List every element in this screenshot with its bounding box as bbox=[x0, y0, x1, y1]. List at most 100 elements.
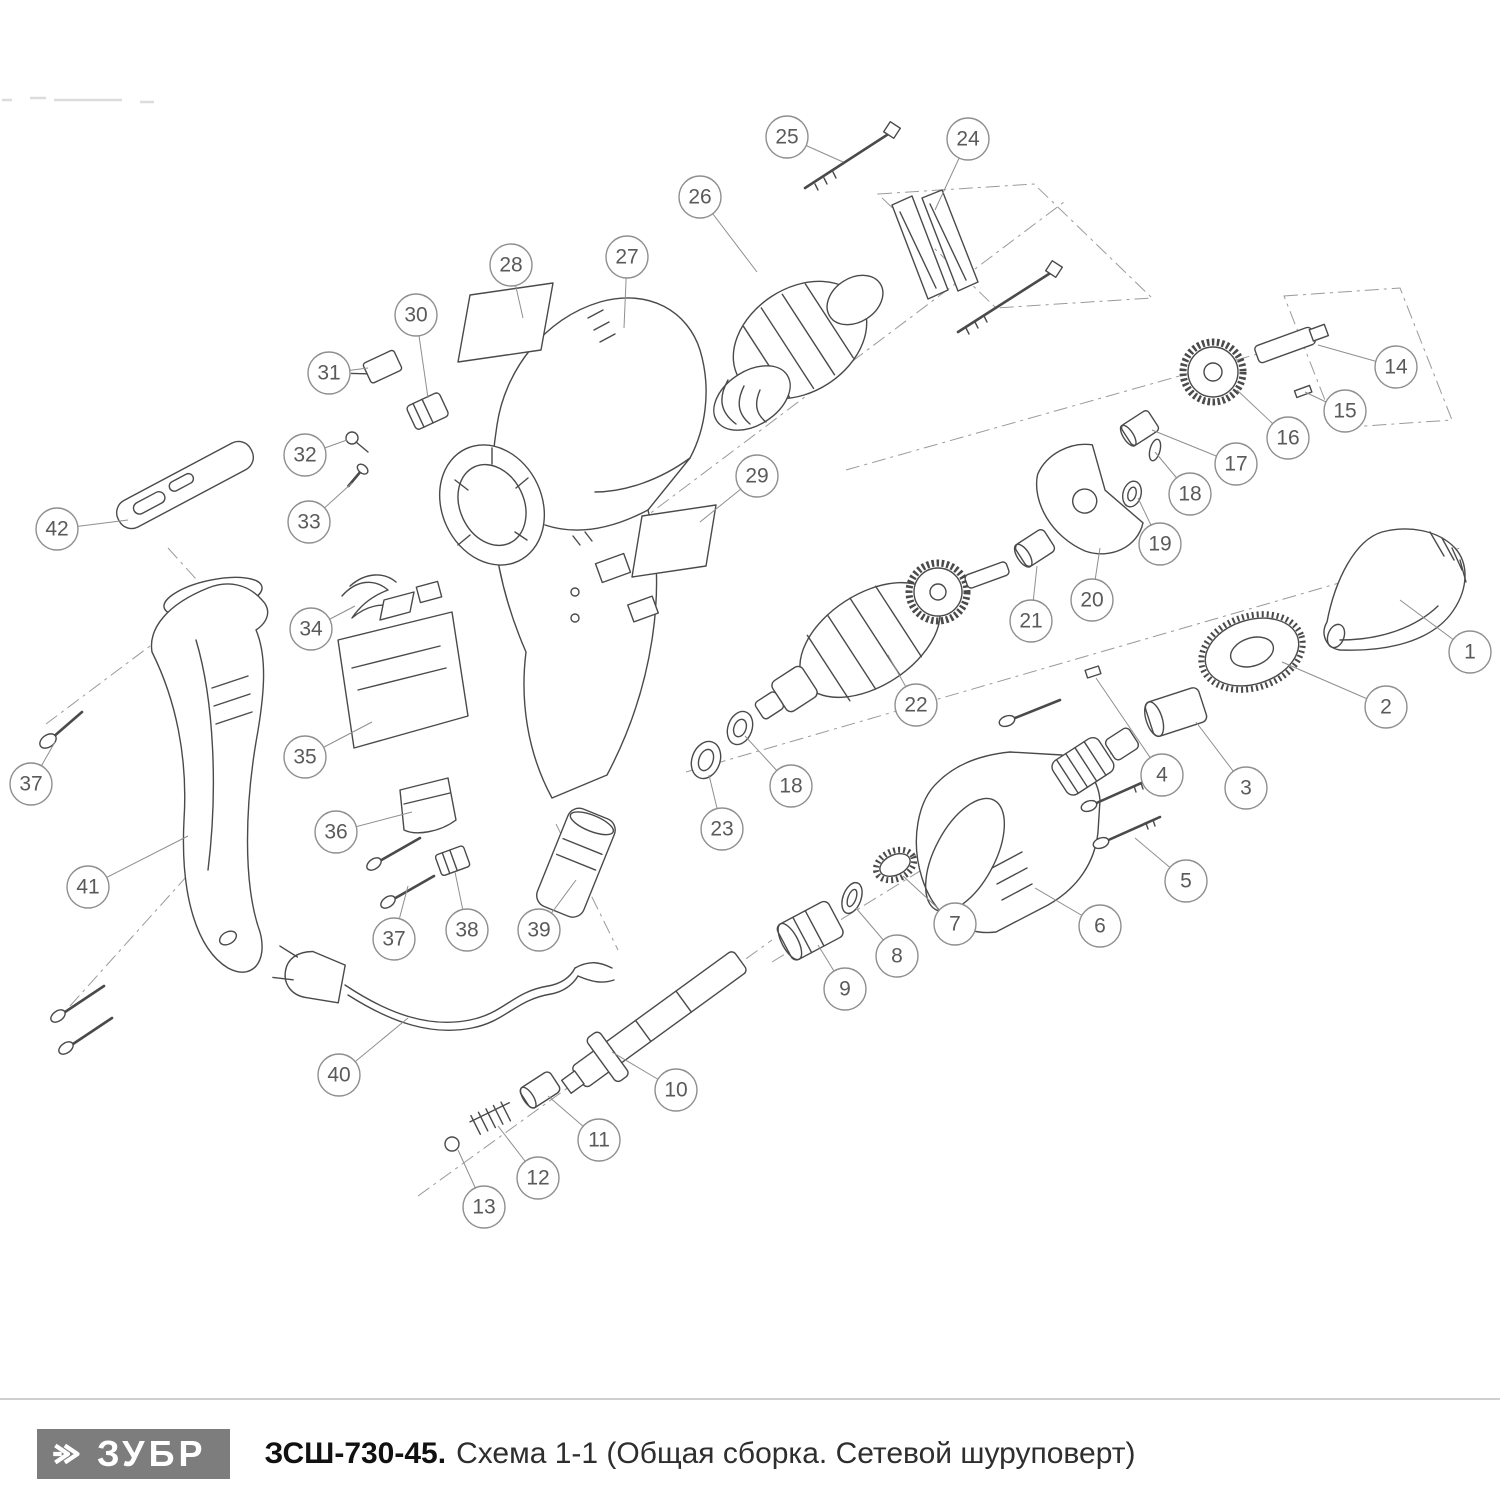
wire-tie bbox=[341, 574, 397, 619]
svg-text:10: 10 bbox=[664, 1079, 687, 1102]
svg-text:31: 31 bbox=[317, 362, 340, 385]
callout-18: 18 bbox=[769, 764, 813, 808]
shaft-pin bbox=[1293, 384, 1313, 399]
ring-gear bbox=[872, 846, 918, 884]
armature-assembly bbox=[754, 559, 1010, 720]
long-bolts bbox=[803, 121, 1063, 335]
output-gear bbox=[1179, 338, 1247, 406]
output-shaft bbox=[1254, 323, 1330, 364]
washer-8 bbox=[841, 881, 863, 915]
svg-text:18: 18 bbox=[779, 775, 802, 798]
sleeve-9 bbox=[776, 900, 844, 961]
hub-cylinder bbox=[1013, 529, 1056, 568]
washer-19 bbox=[1121, 480, 1143, 508]
spacer-cylinder bbox=[1119, 410, 1160, 447]
callout-15: 15 bbox=[1323, 389, 1367, 433]
svg-text:12: 12 bbox=[526, 1167, 549, 1190]
svg-text:40: 40 bbox=[327, 1064, 350, 1087]
nose-cone bbox=[1323, 528, 1467, 651]
svg-text:42: 42 bbox=[45, 518, 68, 541]
gearbox-housing bbox=[915, 727, 1140, 934]
callout-13: 13 bbox=[462, 1185, 506, 1229]
svg-text:16: 16 bbox=[1276, 427, 1299, 450]
callout-22: 22 bbox=[894, 683, 938, 727]
svg-text:38: 38 bbox=[455, 919, 478, 942]
callout-26: 26 bbox=[678, 175, 722, 219]
callout-37: 37 bbox=[372, 917, 416, 961]
clutch-plate bbox=[1035, 443, 1144, 555]
callout-5: 5 bbox=[1164, 859, 1208, 903]
svg-text:14: 14 bbox=[1384, 356, 1408, 379]
spring bbox=[469, 1101, 512, 1135]
svg-text:28: 28 bbox=[499, 254, 522, 277]
callout-33: 33 bbox=[287, 500, 331, 544]
svg-text:24: 24 bbox=[956, 128, 980, 151]
svg-text:8: 8 bbox=[891, 945, 903, 968]
steel-ball bbox=[444, 1136, 460, 1152]
svg-text:39: 39 bbox=[527, 919, 550, 942]
callout-27: 27 bbox=[605, 235, 649, 279]
svg-text:34: 34 bbox=[299, 618, 323, 641]
bearing-18 bbox=[726, 710, 754, 746]
handle-screws bbox=[39, 710, 114, 1055]
handle-cover bbox=[115, 440, 255, 530]
svg-text:37: 37 bbox=[19, 773, 42, 796]
callout-16: 16 bbox=[1266, 416, 1310, 460]
callout-29: 29 bbox=[735, 454, 779, 498]
nameplate-top bbox=[457, 282, 554, 363]
armature-rotor bbox=[713, 274, 884, 431]
svg-text:22: 22 bbox=[904, 694, 927, 717]
nameplate-side bbox=[631, 504, 717, 578]
callout-19: 19 bbox=[1138, 522, 1182, 566]
corner-artifact bbox=[2, 96, 154, 104]
callout-11: 11 bbox=[577, 1118, 621, 1162]
callout-8: 8 bbox=[875, 934, 919, 978]
svg-text:27: 27 bbox=[615, 246, 638, 269]
callout-31: 31 bbox=[307, 351, 351, 395]
bracket bbox=[399, 777, 457, 834]
callout-12: 12 bbox=[516, 1156, 560, 1200]
svg-text:5: 5 bbox=[1180, 870, 1192, 893]
callout-1: 1 bbox=[1448, 630, 1492, 674]
svg-text:37: 37 bbox=[382, 928, 405, 951]
callout-20: 20 bbox=[1070, 578, 1114, 622]
callout-17: 17 bbox=[1214, 442, 1258, 486]
side-handle bbox=[150, 576, 269, 973]
svg-text:13: 13 bbox=[472, 1196, 495, 1219]
callout-18: 18 bbox=[1168, 472, 1212, 516]
power-cord bbox=[272, 945, 615, 1031]
callout-25: 25 bbox=[765, 115, 809, 159]
brand-name: ЗУБР bbox=[97, 1433, 207, 1474]
schema-subtitle: Схема 1-1 (Общая сборка. Сетевой шурупов… bbox=[456, 1437, 1136, 1470]
callout-7: 7 bbox=[933, 902, 977, 946]
callout-34: 34 bbox=[289, 607, 333, 651]
svg-text:26: 26 bbox=[688, 186, 711, 209]
callout-4: 4 bbox=[1140, 753, 1184, 797]
svg-text:20: 20 bbox=[1080, 589, 1103, 612]
cord-boot bbox=[536, 807, 616, 918]
pin-4 bbox=[1084, 665, 1102, 679]
svg-text:19: 19 bbox=[1148, 533, 1171, 556]
brush-holder-parts bbox=[345, 349, 659, 623]
schema-title: ЗСШ-730-45.Схема 1-1 (Общая сборка. Сете… bbox=[264, 1437, 1135, 1471]
mid-screws bbox=[366, 836, 471, 909]
adapter-cylinder bbox=[1144, 687, 1208, 738]
svg-text:1: 1 bbox=[1464, 641, 1476, 664]
spindle-sleeve bbox=[519, 1071, 561, 1109]
svg-text:18: 18 bbox=[1178, 483, 1201, 506]
svg-text:15: 15 bbox=[1333, 400, 1356, 423]
svg-text:4: 4 bbox=[1156, 764, 1168, 787]
callout-38: 38 bbox=[445, 908, 489, 952]
callout-6: 6 bbox=[1078, 904, 1122, 948]
svg-text:30: 30 bbox=[404, 304, 427, 327]
svg-text:33: 33 bbox=[297, 511, 320, 534]
stator-plates bbox=[891, 189, 979, 300]
svg-text:2: 2 bbox=[1380, 696, 1392, 719]
svg-text:35: 35 bbox=[293, 746, 316, 769]
callout-21: 21 bbox=[1009, 599, 1053, 643]
svg-text:21: 21 bbox=[1019, 610, 1042, 633]
callout-32: 32 bbox=[283, 433, 327, 477]
callout-9: 9 bbox=[823, 967, 867, 1011]
svg-text:9: 9 bbox=[839, 978, 851, 1001]
